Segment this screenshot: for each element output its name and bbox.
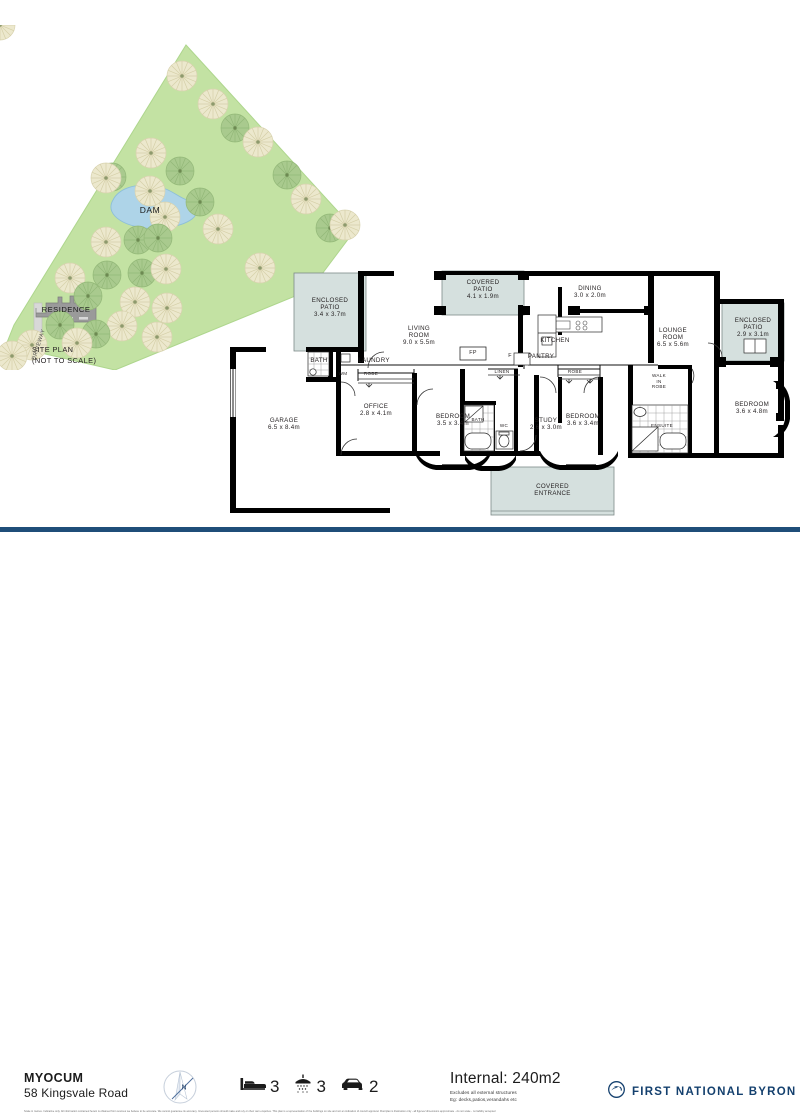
fixtures — [307, 314, 767, 454]
site-plan: DAM RESIDENCE DRIVEWAY — [0, 25, 370, 370]
label-kitchen: KITCHEN — [540, 337, 570, 344]
study-bay — [465, 455, 516, 471]
label-laundry: LAUNDRY — [358, 357, 390, 364]
room-label-garage: GARAGE 6.5 x 8.4m — [268, 417, 300, 432]
label-ensuite: ENSUITE — [650, 423, 673, 428]
label-fireplace: FP — [469, 350, 477, 356]
footer: MYOCUM 58 Kingsvale Road N 3 — [0, 532, 800, 1113]
agency-name: FIRST NATIONAL BYRON — [632, 1086, 797, 1098]
first-national-swirl-icon — [608, 1081, 625, 1103]
site-plan-caption-line1: SITE PLAN — [32, 345, 74, 354]
label-fridge: F — [508, 353, 512, 359]
label-washing-machine: WM — [338, 371, 348, 376]
sliding-door-lines — [358, 374, 600, 388]
room-label-office: OFFICE 2.8 x 4.1m — [360, 403, 392, 418]
inner-partitions — [338, 364, 658, 381]
bedroom-count: 3 — [270, 1077, 280, 1096]
walls — [230, 271, 784, 513]
dam-label: DAM — [140, 205, 160, 215]
stat-bathrooms: 3 — [294, 1074, 326, 1099]
label-robe-left: ROBE — [363, 371, 379, 376]
label-pantry: PANTRY — [527, 353, 555, 360]
label-linen-mid: LINEN — [494, 369, 510, 374]
stat-car-spaces: 2 — [341, 1077, 378, 1096]
internal-note-1: Excludes all external structures — [450, 1090, 517, 1095]
internal-note-2: Eg: decks,patios,verandahs etc — [450, 1096, 517, 1102]
footer-accent-rule — [0, 527, 800, 532]
property-address: MYOCUM 58 Kingsvale Road — [24, 1071, 128, 1100]
site-plan-caption-line2: (NOT TO SCALE) — [32, 355, 97, 365]
shower-icon — [294, 1074, 312, 1099]
street-label: 58 Kingsvale Road — [24, 1086, 129, 1100]
room-label-dining: DINING 3.0 x 2.0m — [574, 285, 606, 300]
label-wc: WC — [499, 423, 509, 428]
door-swings — [340, 342, 723, 456]
bed-icon — [240, 1076, 266, 1097]
label-bath-left: BATH — [310, 357, 328, 364]
residence-label: RESIDENCE — [42, 305, 91, 314]
suburb-label: MYOCUM — [24, 1071, 84, 1085]
room-label-bedroom-mid: BEDROOM 3.6 x 3.4m — [565, 413, 601, 428]
label-walk-in-robe: WALK IN ROBE — [651, 373, 667, 390]
property-stats: 3 3 — [240, 1074, 378, 1099]
car-icon — [341, 1077, 365, 1096]
internal-area-value: Internal: 240m2 — [450, 1070, 561, 1087]
internal-area-block: Internal: 240m2 Excludes all external st… — [450, 1070, 561, 1104]
right-bedroom-bay — [773, 381, 790, 437]
label-robe-right: ROBE — [567, 369, 583, 374]
label-bath-mid: BATH — [471, 417, 485, 422]
fireplace-box — [459, 346, 487, 361]
bathroom-count: 3 — [316, 1077, 326, 1096]
room-label-bedroom-right: BEDROOM 3.6 x 4.8m — [734, 401, 770, 416]
stat-bedrooms: 3 — [240, 1076, 279, 1097]
room-label-study: STUDY 2.6 x 3.0m — [530, 417, 562, 432]
agency-brand: FIRST NATIONAL BYRON — [608, 1081, 797, 1103]
car-count: 2 — [368, 1077, 379, 1096]
compass-letter-n: N — [182, 1085, 187, 1092]
room-label-bedroom-left: BEDROOM 3.5 x 3.4m — [435, 413, 471, 428]
patio-fills — [293, 270, 785, 516]
site-plan-caption: SITE PLAN (NOT TO SCALE) — [32, 345, 96, 366]
north-compass-icon: N — [163, 1070, 197, 1104]
